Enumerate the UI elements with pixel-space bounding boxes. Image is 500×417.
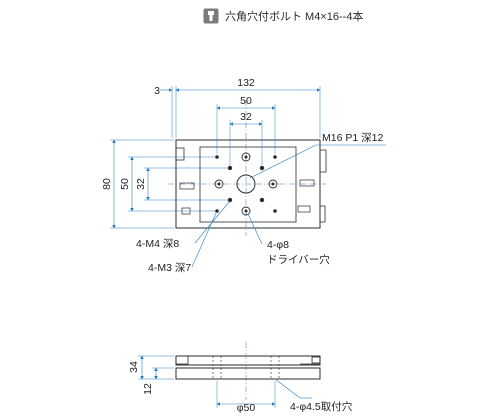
note-phi45: 4-φ4.5取付穴 xyxy=(290,400,353,413)
driver-hole-left-center xyxy=(217,182,221,186)
dim-80: 80 xyxy=(101,178,113,190)
side-left-knob xyxy=(175,355,189,365)
driver-hole-right-center xyxy=(271,182,275,186)
note-m3: 4-M3 深7 xyxy=(148,262,191,274)
dim-12: 12 xyxy=(142,383,154,395)
driver-hole-right xyxy=(268,179,278,189)
m3-hole-tr xyxy=(273,155,277,159)
dim-50-vertical: 50 xyxy=(119,178,131,190)
dim-3: 3 xyxy=(154,85,160,97)
driver-hole-bottom xyxy=(241,206,251,216)
m3-hole-bl xyxy=(215,209,219,213)
driver-hole-left xyxy=(214,179,224,189)
note-m16: M16 P1 深12 xyxy=(322,132,383,144)
driver-hole-top xyxy=(241,152,251,162)
dim-32-horizontal: 32 xyxy=(240,111,252,123)
note-m4: 4-M4 深8 xyxy=(136,238,179,250)
side-dimension-lines xyxy=(140,355,312,406)
right-lower-slot xyxy=(297,205,311,213)
leader-lines xyxy=(191,144,386,268)
dim-phi50: φ50 xyxy=(237,402,256,414)
dim-32-vertical: 32 xyxy=(135,178,147,190)
driver-hole-top-center xyxy=(244,155,248,159)
side-base xyxy=(175,367,321,380)
left-slot xyxy=(179,182,195,190)
note-phi8: 4-φ8 xyxy=(267,239,289,251)
center-tapped-hole xyxy=(236,174,256,194)
extension-lines xyxy=(110,86,321,229)
dim-132: 132 xyxy=(237,77,255,89)
driver-hole-bottom-center xyxy=(244,209,248,213)
header-title: 六角穴付ボルト M4×16--4本 xyxy=(225,11,364,23)
top-view: 3 132 50 32 80 50 32 M16 P1 深12 4-M4 深8 … xyxy=(101,77,386,274)
header: 六角穴付ボルト M4×16--4本 xyxy=(203,6,363,26)
side-view: 34 12 φ50 4-φ4.5取付穴 xyxy=(128,342,353,414)
dimension-lines xyxy=(112,88,321,229)
right-clamp xyxy=(320,149,327,173)
dim-34: 34 xyxy=(128,361,140,373)
hex-bolt-icon xyxy=(203,8,219,24)
right-slot xyxy=(299,179,315,187)
m3-hole-tl xyxy=(215,155,219,159)
dim-50-horizontal: 50 xyxy=(240,95,252,107)
side-right-knob-cap xyxy=(311,356,321,364)
m4-hole-tl xyxy=(227,165,233,171)
note-driver-hole: ドライバー穴 xyxy=(267,253,330,266)
m4-hole-tr xyxy=(259,165,265,171)
m3-hole-br xyxy=(273,209,277,213)
top-plate xyxy=(199,146,297,223)
m4-hole-bl xyxy=(227,197,233,203)
left-clamp xyxy=(175,147,185,161)
side-top-plate xyxy=(175,355,321,366)
right-bottom-knob xyxy=(320,205,326,223)
m4-hole-br xyxy=(259,197,265,203)
